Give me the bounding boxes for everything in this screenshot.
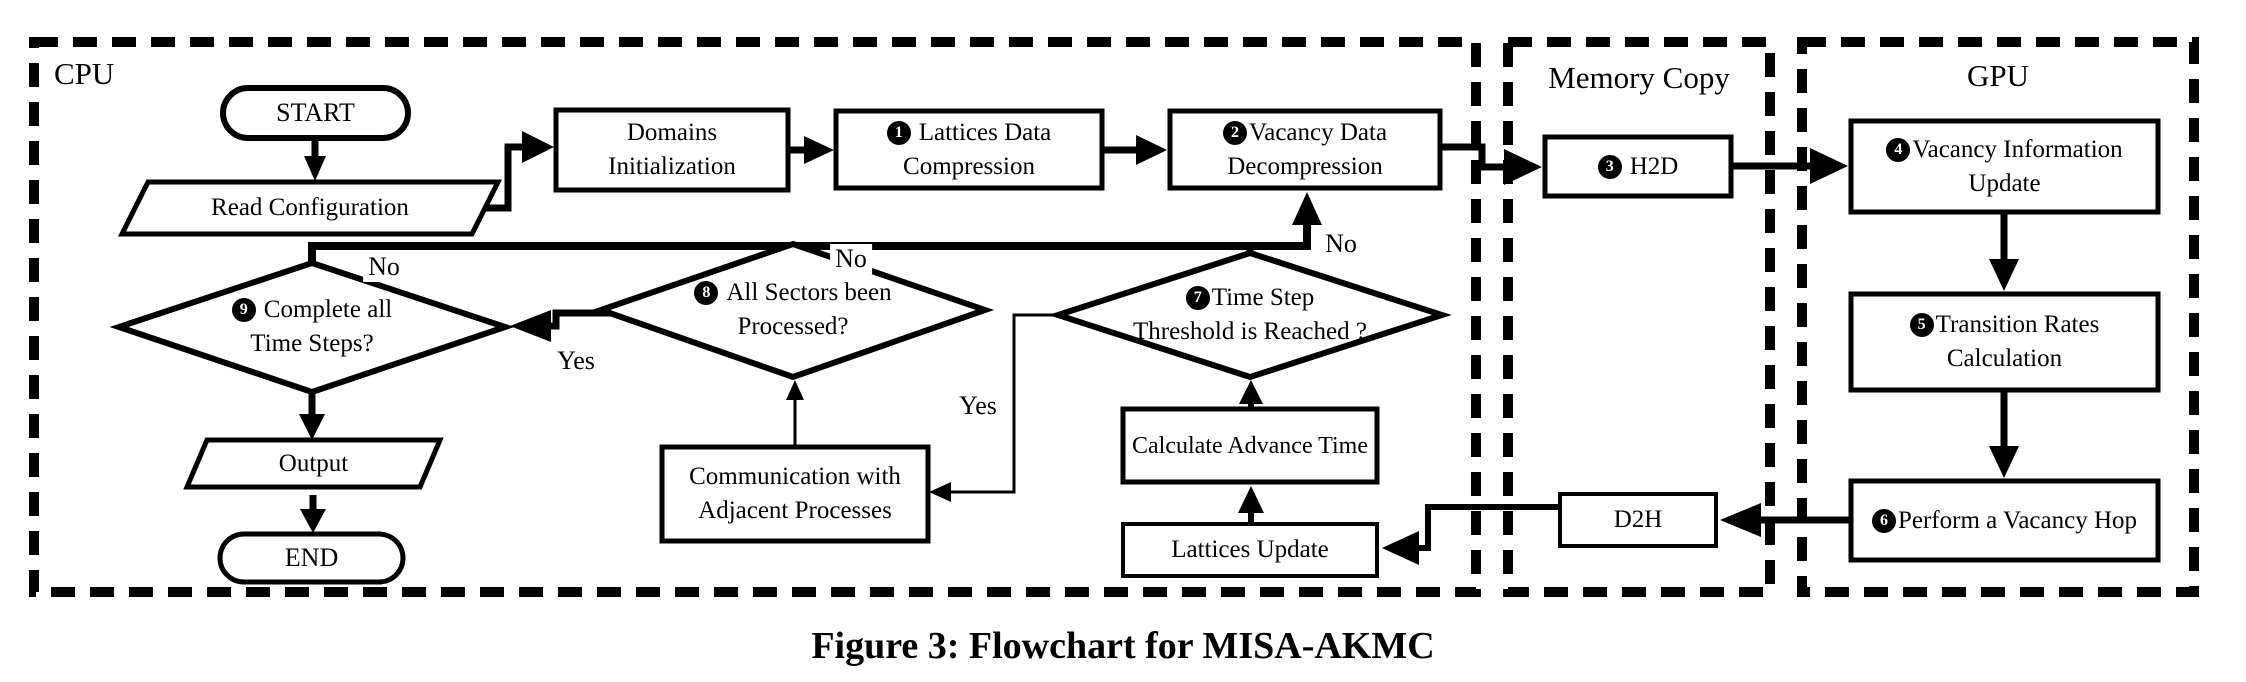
- lane-title-memory-copy: Memory Copy: [1548, 60, 1730, 95]
- arrowhead: [1810, 148, 1848, 184]
- node-transition-rates-shape: [1848, 291, 2161, 393]
- arrowhead: [1136, 135, 1167, 165]
- figure-caption: Figure 3: Flowchart for MISA-AKMC: [811, 625, 1435, 667]
- no-return-line-to-decompression: [308, 224, 1311, 262]
- edge-label-yes-diamond7: Yes: [954, 391, 1002, 421]
- node-lattices-compression-shape: [833, 108, 1105, 191]
- edge-label-yes-diamond8: Yes: [552, 346, 600, 376]
- arrowhead: [1504, 149, 1542, 185]
- node-d2h-shape: [1558, 492, 1718, 548]
- lane-title-gpu: GPU: [1966, 58, 2029, 93]
- node-end-shape: [217, 531, 406, 585]
- arrowhead: [804, 136, 834, 164]
- arrowhead: [304, 156, 326, 181]
- node-calc-advance-time-shape: [1120, 406, 1380, 485]
- edge-label-no-diamond9: No: [363, 252, 405, 282]
- node-domains-init-shape: [553, 107, 791, 193]
- arrow-diamond7-yes-to-communication: [950, 313, 1058, 494]
- arrowhead: [1238, 486, 1264, 513]
- lane-memory-copy-border: [1503, 37, 1775, 597]
- node-output-shape: [183, 437, 444, 490]
- arrow-read-config-to-domains: [483, 143, 526, 212]
- node-communication-shape: [659, 444, 931, 544]
- arrowhead: [929, 482, 951, 502]
- arrowhead: [1292, 192, 1322, 225]
- arrowhead: [299, 414, 325, 440]
- edge-label-no-diamond7: No: [1320, 229, 1362, 259]
- node-lattices-update-shape: [1121, 522, 1379, 578]
- arrowhead: [1382, 531, 1419, 565]
- edge-label-no-diamond8: No: [830, 244, 872, 274]
- node-vacancy-info-update-shape: [1848, 118, 2161, 215]
- node-vacancy-decompression-shape: [1167, 108, 1443, 191]
- node-h2d-shape: [1542, 134, 1734, 199]
- lane-gpu-border: [1797, 37, 2199, 597]
- node-time-step-threshold-shape: [1048, 249, 1452, 381]
- node-vacancy-hop-shape: [1848, 478, 2161, 563]
- node-read-config-shape: [117, 179, 503, 237]
- arrowhead: [786, 380, 804, 400]
- node-start-shape: [220, 85, 411, 141]
- arrowhead: [1989, 446, 2019, 478]
- arrow-d2h-to-lattices-update: [1418, 504, 1560, 551]
- arrow-decompression-to-h2d: [1438, 143, 1508, 171]
- arrowhead: [1239, 380, 1263, 404]
- arrowhead: [300, 509, 326, 533]
- arrow-diamond8-yes-to-diamond9: [549, 309, 611, 330]
- arrowhead: [522, 131, 554, 163]
- lane-title-cpu: CPU: [54, 56, 115, 91]
- arrowhead: [510, 310, 551, 342]
- node-complete-steps-shape: [109, 259, 515, 396]
- arrowhead: [1720, 503, 1761, 537]
- lane-cpu-border: [29, 37, 1481, 597]
- node-all-sectors-shape: [591, 240, 995, 381]
- arrowhead: [1989, 259, 2019, 291]
